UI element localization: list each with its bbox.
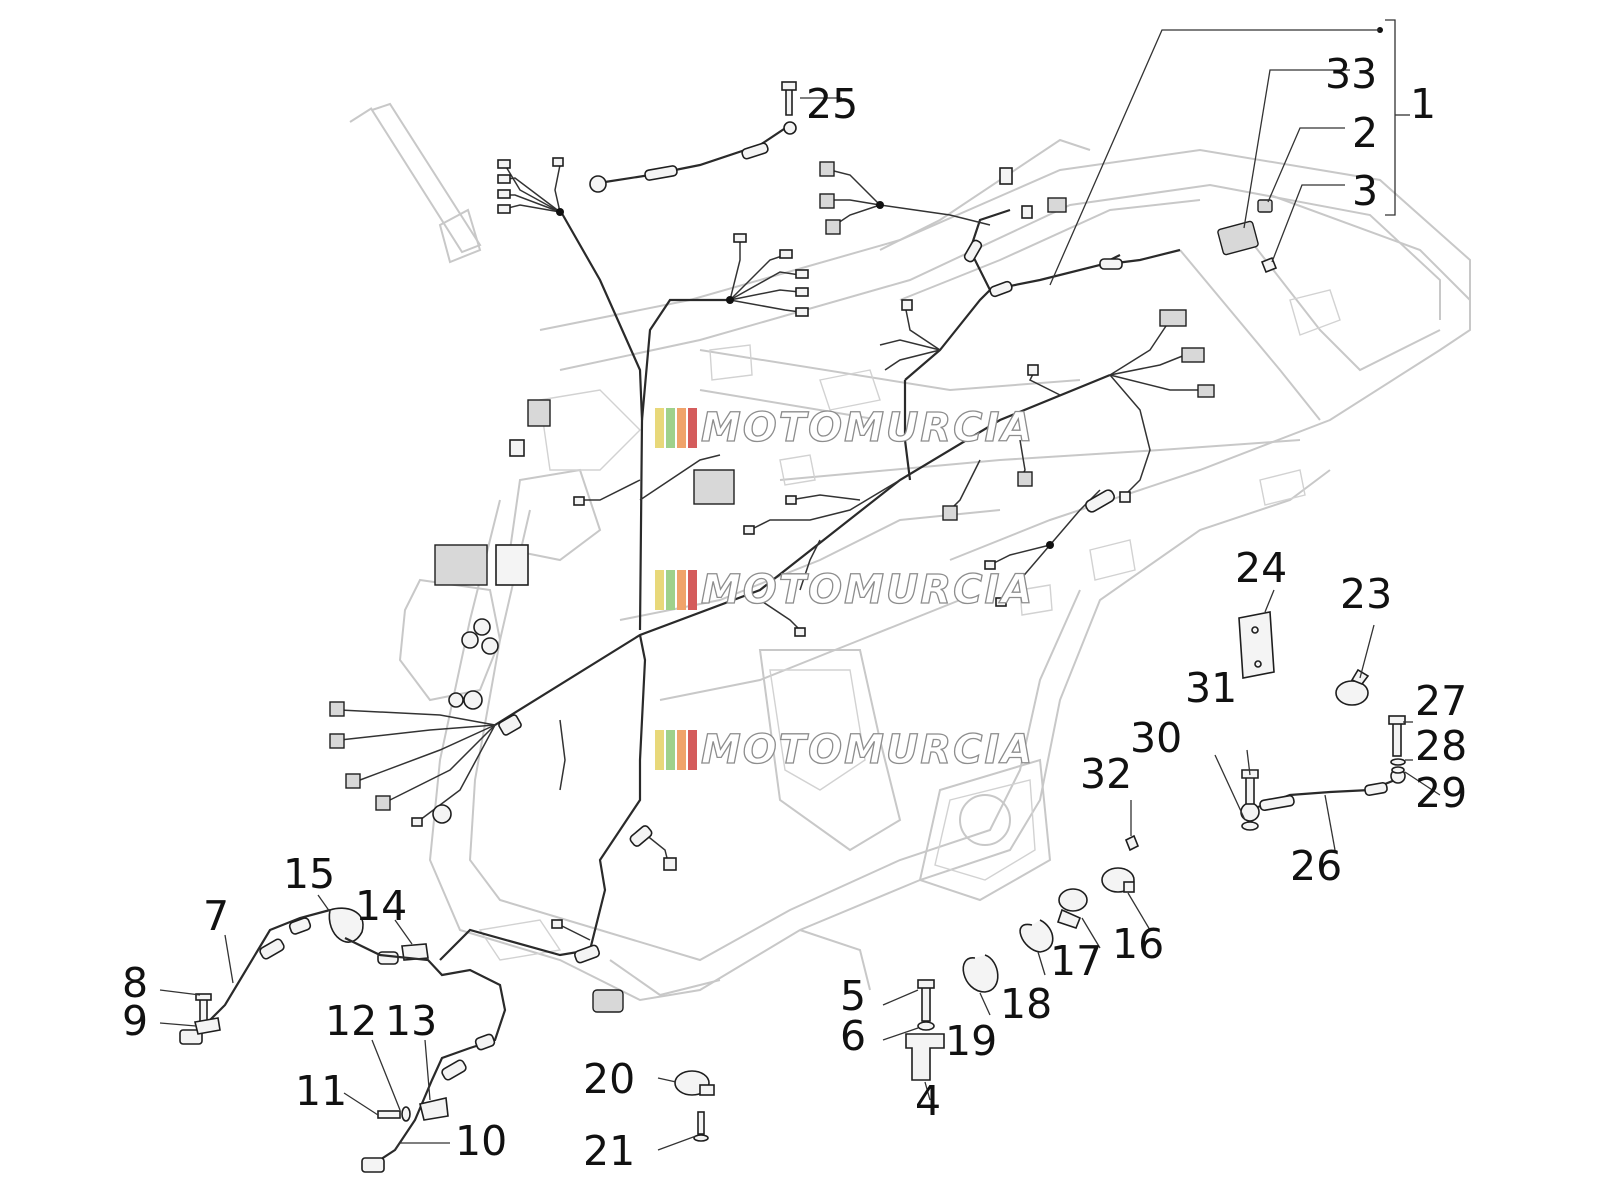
callout-31: 31	[1185, 664, 1237, 712]
watermark-top: MOTOMURCIA	[655, 404, 1034, 452]
callout-10: 10	[455, 1117, 507, 1165]
callout-2: 2	[1352, 109, 1378, 157]
callout-7: 7	[203, 892, 229, 940]
leader-lines	[159, 19, 1441, 1151]
watermark-text: MOTOMURCIA	[701, 727, 1034, 773]
callout-1: 1	[1410, 80, 1436, 128]
part-33-relay	[1217, 220, 1259, 256]
watermark-bottom: MOTOMURCIA	[655, 726, 1034, 774]
part-23-clamp	[1335, 668, 1370, 706]
callout-18: 18	[1000, 980, 1052, 1028]
part-31-bolt	[1241, 769, 1259, 805]
callout-5: 5	[840, 972, 866, 1020]
callout-14: 14	[355, 882, 407, 930]
callout-3: 3	[1352, 167, 1378, 215]
watermark-text: MOTOMURCIA	[701, 567, 1034, 613]
part-20-clamp	[674, 1070, 715, 1096]
part-2-fuse	[1257, 199, 1273, 213]
part-8-bolt	[195, 993, 212, 1023]
watermark-middle: MOTOMURCIA	[655, 566, 1034, 614]
callout-labels: 1 2 3 4 5 6 7 8 9 10 11 12 13 14 15 16 1…	[122, 50, 1467, 1175]
callout-6: 6	[840, 1012, 866, 1060]
callout-23: 23	[1340, 570, 1392, 618]
part-28-washer	[1390, 758, 1406, 766]
part-11-screw	[377, 1110, 401, 1119]
callout-15: 15	[283, 850, 335, 898]
part-30-washer	[1241, 821, 1259, 831]
callout-19: 19	[945, 1017, 997, 1065]
callout-32: 32	[1080, 750, 1132, 798]
callout-13: 13	[385, 997, 437, 1045]
part-5-bolt	[917, 979, 935, 1022]
callout-20: 20	[583, 1055, 635, 1103]
part-14-clip	[377, 943, 429, 965]
callout-26: 26	[1290, 842, 1342, 890]
callout-25: 25	[806, 80, 858, 128]
part-6-washer	[917, 1021, 935, 1031]
part-17-clamp	[1056, 888, 1088, 929]
callout-17: 17	[1050, 937, 1102, 985]
part-15-band	[328, 907, 364, 943]
part-7-sensor-cable	[179, 908, 331, 1045]
part-18-band-clamp	[1019, 919, 1054, 953]
part-16-clamp	[1101, 867, 1135, 893]
harness-connectors	[329, 157, 1215, 1013]
part-27-bolt	[1388, 715, 1406, 757]
part-12-washer	[401, 1106, 411, 1122]
callout-9: 9	[122, 997, 148, 1045]
watermark-text: MOTOMURCIA	[701, 405, 1034, 451]
part-4-bracket	[905, 1033, 945, 1081]
part-24-plate	[1238, 611, 1275, 679]
callout-28: 28	[1415, 722, 1467, 770]
part-26-ground-strap	[1240, 768, 1406, 822]
callout-12: 12	[325, 997, 377, 1045]
part-29-nut	[1391, 766, 1405, 774]
part-10-sensor-cable	[344, 937, 507, 1173]
part-21-screw	[693, 1111, 709, 1142]
callout-33: 33	[1325, 50, 1377, 98]
callout-4: 4	[915, 1077, 941, 1125]
callout-29: 29	[1415, 769, 1467, 817]
scooter-frame	[349, 102, 1471, 1002]
callout-30: 30	[1130, 714, 1182, 762]
callout-11: 11	[295, 1067, 347, 1115]
callout-24: 24	[1235, 544, 1287, 592]
part-19-band-clamp	[962, 954, 999, 993]
part-25-ground-cable	[589, 81, 797, 193]
part-13-clip	[419, 1097, 449, 1121]
part-32-clip	[1124, 834, 1140, 852]
main-wiring-harness	[339, 164, 1200, 964]
callout-21: 21	[583, 1127, 635, 1175]
callout-8: 8	[122, 959, 148, 1007]
callout-16: 16	[1112, 920, 1164, 968]
callout-27: 27	[1415, 677, 1467, 725]
part-9-clip	[194, 1017, 221, 1035]
